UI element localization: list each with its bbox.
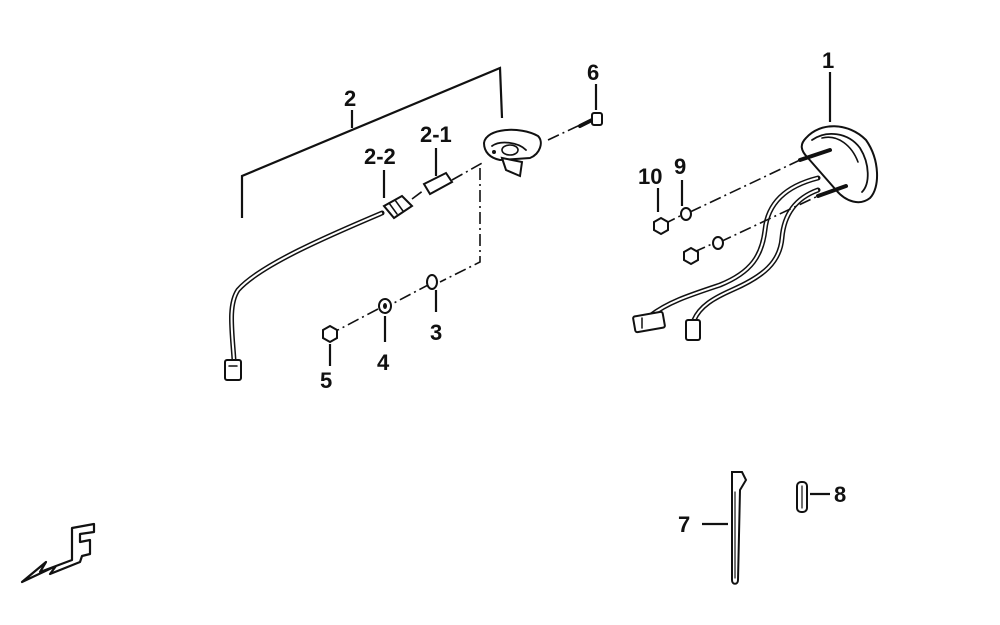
callout-5: 5 [320,368,332,393]
license-light-cable [224,161,485,381]
callout-7: 7 [678,512,690,537]
cable-tie-7 [702,471,748,585]
assembly-2-bracket [240,66,504,218]
callout-8: 8 [834,482,846,507]
callout-4: 4 [377,350,390,375]
washer-9 [680,180,724,250]
callout-2-2: 2-2 [364,144,396,169]
callout-2-1: 2-1 [420,122,452,147]
front-direction-icon: F [20,522,96,584]
callout-3: 3 [430,320,442,345]
spring-washer-4 [378,298,392,342]
callout-10: 10 [638,164,662,189]
nut-5 [322,324,338,366]
nut-10 [653,188,699,266]
callout-2: 2 [344,86,356,111]
callout-6: 6 [587,60,599,85]
callout-9: 9 [674,154,686,179]
license-light-housing [482,128,542,178]
washer-3 [426,274,438,312]
tail-light-assembly [632,72,879,341]
clip-8 [796,481,830,513]
bolt-6 [547,84,603,141]
callout-1: 1 [822,48,834,73]
